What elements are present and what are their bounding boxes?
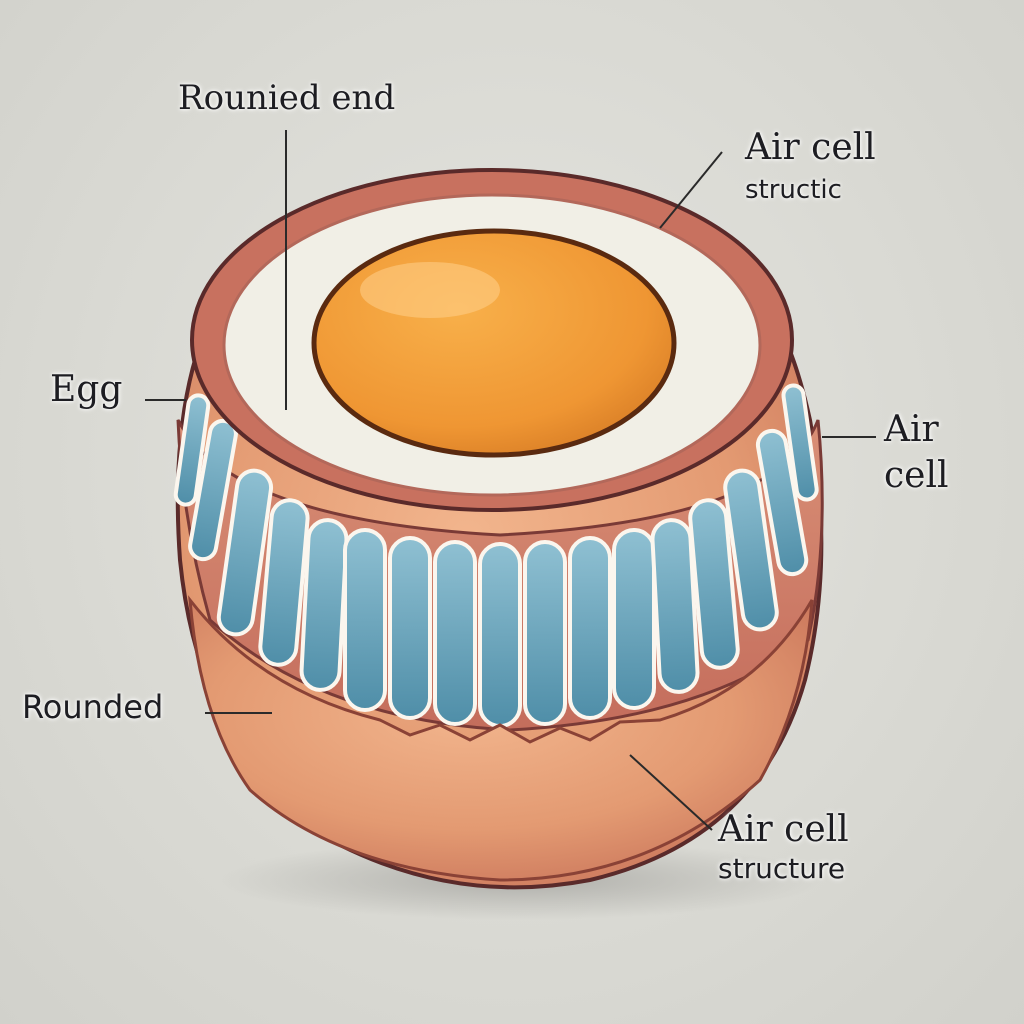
label-egg: Egg [50,370,122,410]
label-air-cell-bottom-line1: Air cell [718,809,849,850]
label-rounded: Rounded [22,688,164,726]
label-air-cell-bottom-line2: structure [718,851,846,885]
label-air-cell-top-line1: Air cell [745,127,876,168]
label-air-cell-top-line2: structic [745,174,842,205]
label-air-cell-structure-bottom: Air cell structure [718,810,849,884]
label-rounded-end: Rounied end [178,78,396,118]
label-air-cell-structure-top: Air cell structic [745,128,876,204]
label-rounded-end-text: Rounied end [178,78,396,118]
leader-lines [145,130,876,831]
label-air-cell-right: Air cell [884,410,949,495]
air-cell-capsules [173,383,819,728]
label-air-cell-right-line1: Air [884,409,939,450]
shell-wavy-edge [188,595,814,882]
yolk-highlight [360,262,500,318]
label-air-cell-right-line2: cell [884,454,949,496]
yolk [311,228,677,458]
label-rounded-text: Rounded [22,688,164,726]
label-egg-text: Egg [50,369,123,410]
